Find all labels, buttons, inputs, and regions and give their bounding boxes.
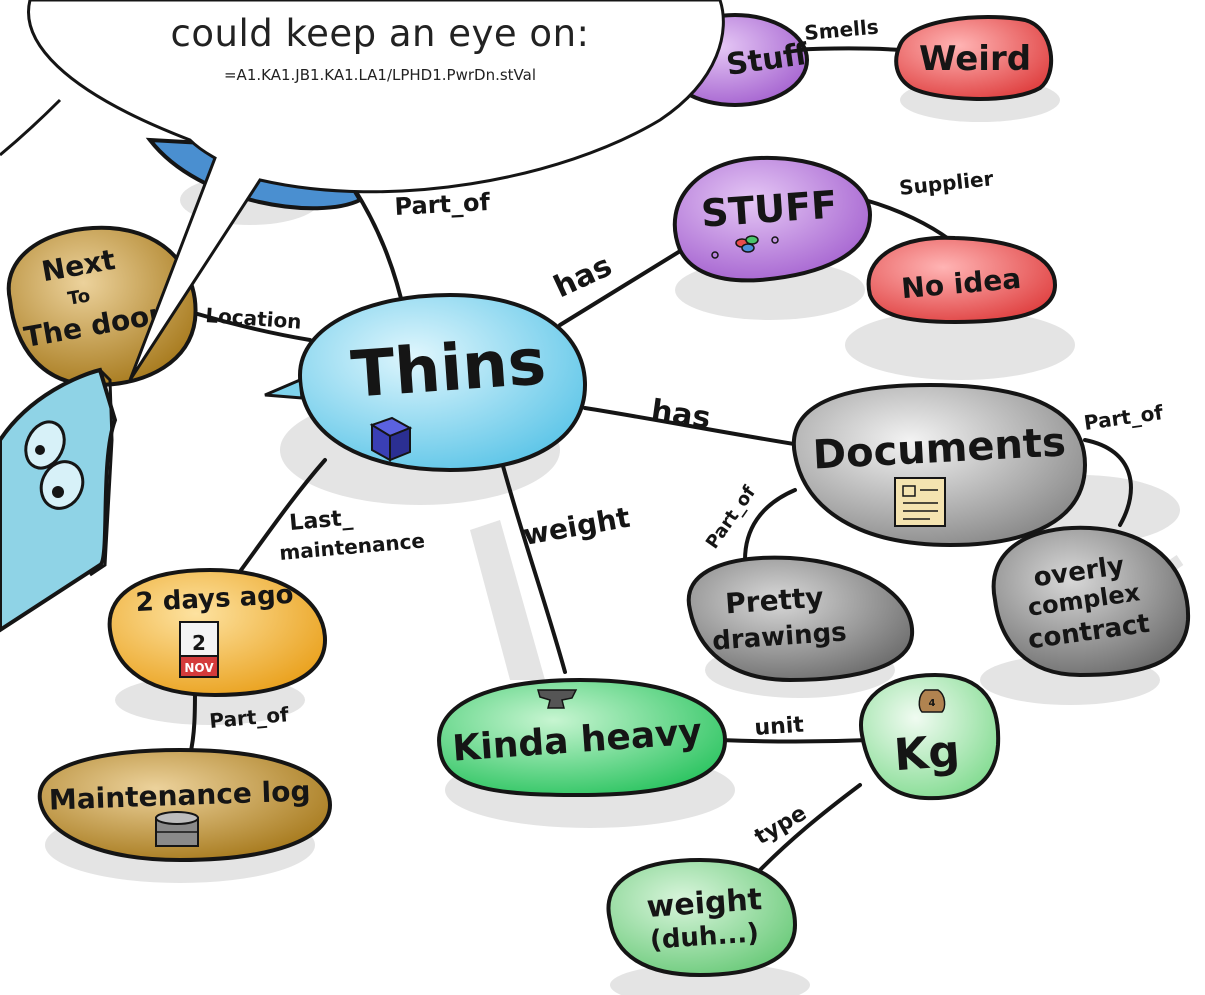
pills-icon <box>711 235 779 259</box>
node-weird: Weird <box>894 15 1054 101</box>
robot-mascot <box>0 367 118 633</box>
edge-label-weight: weight <box>520 501 632 552</box>
node-next-line2: To <box>66 285 92 310</box>
node-kg: Kg 4 <box>859 672 1001 801</box>
edge-label-part-of-docs-right: Part_of <box>1082 400 1164 435</box>
edge-label-location: Location <box>205 303 303 334</box>
node-weight-duh: weight (duh...) <box>606 857 798 978</box>
edge-center-weight <box>498 453 567 674</box>
node-kg-label: Kg <box>892 726 961 781</box>
node-two-days-ago: 2 days ago 2 NOV <box>107 567 328 698</box>
edge-kg-type <box>758 783 862 872</box>
database-icon <box>155 811 199 847</box>
edge-center-has-stuff <box>558 243 692 327</box>
edge-label-smells: Smells <box>803 15 879 45</box>
node-center-label: Thins <box>349 325 548 412</box>
edge-label-supplier: Supplier <box>898 166 995 200</box>
node-stuff-label: STUFF <box>700 182 839 235</box>
anvil-icon <box>537 689 578 709</box>
calendar-month: NOV <box>184 661 214 675</box>
edge-label-part-of-top: Part_of <box>394 188 491 221</box>
speech-bubble-path: =A1.KA1.JB1.KA1.LA1/LPHD1.PwrDn.stVal <box>223 66 537 84</box>
edge-stuff-supplier <box>863 198 952 242</box>
calendar-icon: 2 NOV <box>179 621 219 678</box>
node-center: Thins <box>264 292 588 473</box>
cube-icon <box>369 416 413 462</box>
node-weight-duh-line1: weight <box>645 882 763 925</box>
robot-eyes-icon <box>24 420 85 510</box>
document-icon <box>894 477 946 527</box>
node-kinda-heavy: Kinda heavy <box>437 677 728 798</box>
edge-label-unit: unit <box>754 713 805 741</box>
node-pretty-drawings: Pretty drawings <box>686 555 915 683</box>
edge-label-part-of-docs-left: Part_of <box>702 482 760 553</box>
speech-bubble <box>0 0 725 381</box>
edge-docs-partof-right <box>1083 438 1133 527</box>
calendar-day: 2 <box>192 631 206 655</box>
sack-weight: 4 <box>929 698 936 709</box>
edge-center-has-documents <box>583 406 802 447</box>
node-maintenance-log: Maintenance log <box>37 747 333 863</box>
edge-label-has-documents: has <box>649 393 713 436</box>
node-weird-label: Weird <box>919 39 1031 79</box>
sack-icon: 4 <box>918 689 946 713</box>
edge-heavy-unit <box>718 738 872 744</box>
node-pretty-line1: Pretty <box>724 581 824 621</box>
edge-label-last-line1: Last_ <box>288 506 353 536</box>
node-documents: Documents <box>791 382 1088 548</box>
edge-label-type: type <box>751 801 812 850</box>
speech-bubble-title: could keep an eye on: <box>170 12 590 55</box>
node-no-idea: No idea <box>866 235 1058 325</box>
edge-docs-partof-left <box>743 488 797 562</box>
node-stuff: STUFF <box>672 155 873 283</box>
node-overly-complex: overly complex contract <box>991 525 1191 678</box>
